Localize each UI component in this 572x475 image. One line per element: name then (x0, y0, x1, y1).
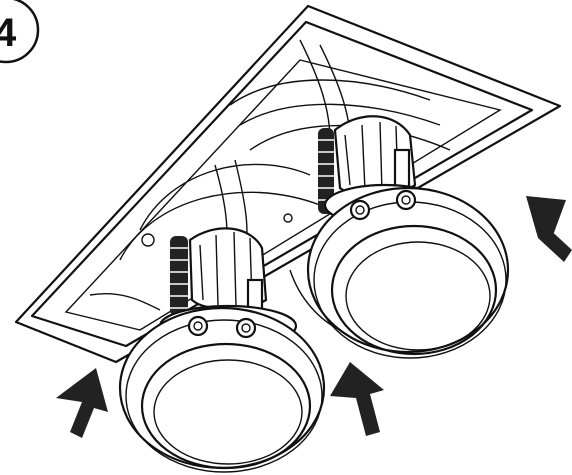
push-arrow-center (330, 362, 384, 436)
spotlight-front (118, 227, 326, 473)
push-arrow-right (526, 196, 572, 262)
push-arrow-left (56, 368, 108, 438)
spring-front (170, 236, 188, 316)
step-badge: 4 (0, 0, 40, 64)
step-number: 4 (0, 11, 17, 55)
trim-frame (14, 4, 562, 364)
spotlight-rear (306, 115, 510, 359)
spring-rear (318, 128, 334, 214)
push-arrow-icon (56, 196, 572, 438)
